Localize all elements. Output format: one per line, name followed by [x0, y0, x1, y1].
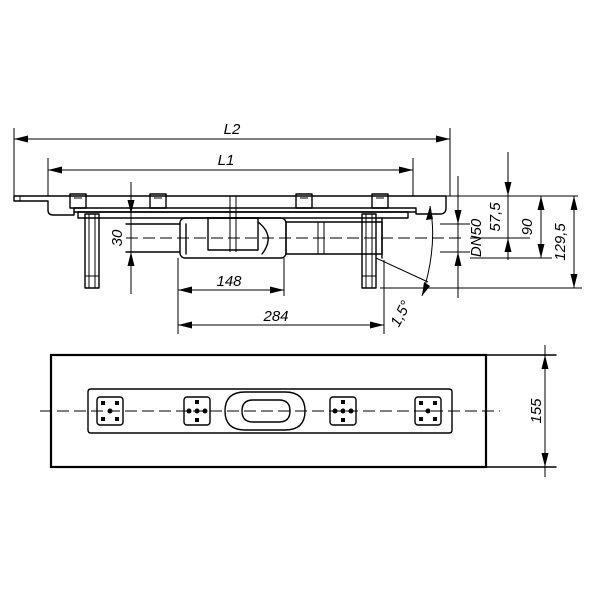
grate-clip-3	[329, 396, 357, 426]
label-slope: 1,5°	[387, 298, 415, 330]
grate-outline	[87, 388, 453, 434]
dimension-284: 284	[178, 260, 385, 334]
plan-view: 155	[40, 345, 557, 477]
dimension-148: 148	[177, 258, 285, 334]
label-129-5: 129,5	[552, 223, 569, 261]
dimension-90: 90	[470, 196, 552, 259]
right-leg	[361, 213, 377, 289]
dimension-57-5: 57,5	[446, 152, 578, 260]
label-l2: L2	[224, 121, 241, 138]
dimension-l2: L2	[13, 121, 451, 200]
dimension-dn50: DN50	[440, 176, 485, 298]
label-90: 90	[519, 218, 536, 235]
label-155: 155	[528, 398, 545, 424]
side-elevation: L2 L1	[13, 121, 582, 334]
left-leg	[84, 213, 100, 289]
drain-body	[125, 196, 383, 259]
slope-indicator: 1,5°	[375, 205, 434, 330]
label-l1: L1	[218, 152, 235, 169]
label-148: 148	[216, 273, 242, 290]
dimension-30: 30	[109, 182, 135, 294]
label-57-5: 57,5	[487, 202, 504, 232]
label-284: 284	[262, 308, 288, 325]
drain-outlet	[224, 391, 306, 431]
label-30: 30	[109, 229, 126, 246]
grate-clip-4	[414, 396, 442, 426]
grate-clip-2	[183, 396, 211, 426]
dimension-l1: L1	[47, 152, 414, 196]
dimension-129-5: 129,5	[380, 196, 582, 289]
dimension-155: 155	[528, 345, 549, 477]
grate-clip-1	[96, 396, 124, 426]
